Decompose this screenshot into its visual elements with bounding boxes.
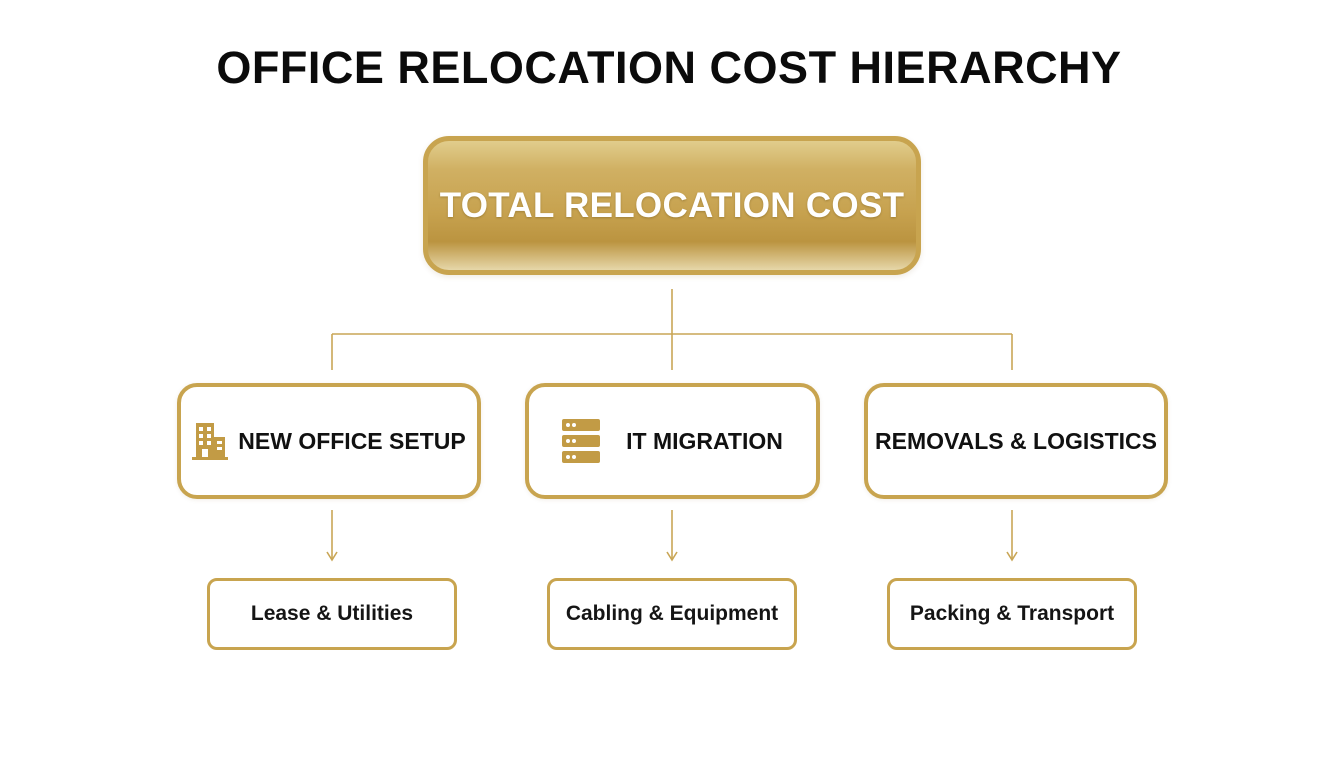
category-node-new-office-setup: NEW OFFICE SETUP (177, 383, 481, 499)
category-node-it-migration: IT MIGRATION (525, 383, 820, 499)
subcategory-node-lease-utilities: Lease & Utilities (207, 578, 457, 650)
arrow-head-2 (666, 551, 678, 562)
server-rack-icon (562, 419, 601, 463)
root-node-total-cost: TOTAL RELOCATION COST (423, 136, 921, 275)
subcategory-node-cabling-equipment: Cabling & Equipment (547, 578, 797, 650)
diagram-title: OFFICE RELOCATION COST HIERARCHY (216, 42, 1122, 93)
office-building-icon (192, 421, 229, 461)
category-label: NEW OFFICE SETUP (238, 427, 466, 454)
subcategory-label: Packing & Transport (909, 602, 1115, 625)
category-label: IT MIGRATION (626, 427, 783, 454)
subcategory-label: Lease & Utilities (250, 602, 414, 625)
arrow-head-1 (326, 551, 338, 562)
arrow-head-3 (1006, 551, 1018, 562)
subcategory-label: Cabling & Equipment (565, 602, 779, 625)
root-node-label: TOTAL RELOCATION COST (439, 185, 905, 225)
category-label: REMOVALS & LOGISTICS (875, 427, 1157, 454)
category-node-removals-logistics: REMOVALS & LOGISTICS (864, 383, 1168, 499)
subcategory-node-packing-transport: Packing & Transport (887, 578, 1137, 650)
